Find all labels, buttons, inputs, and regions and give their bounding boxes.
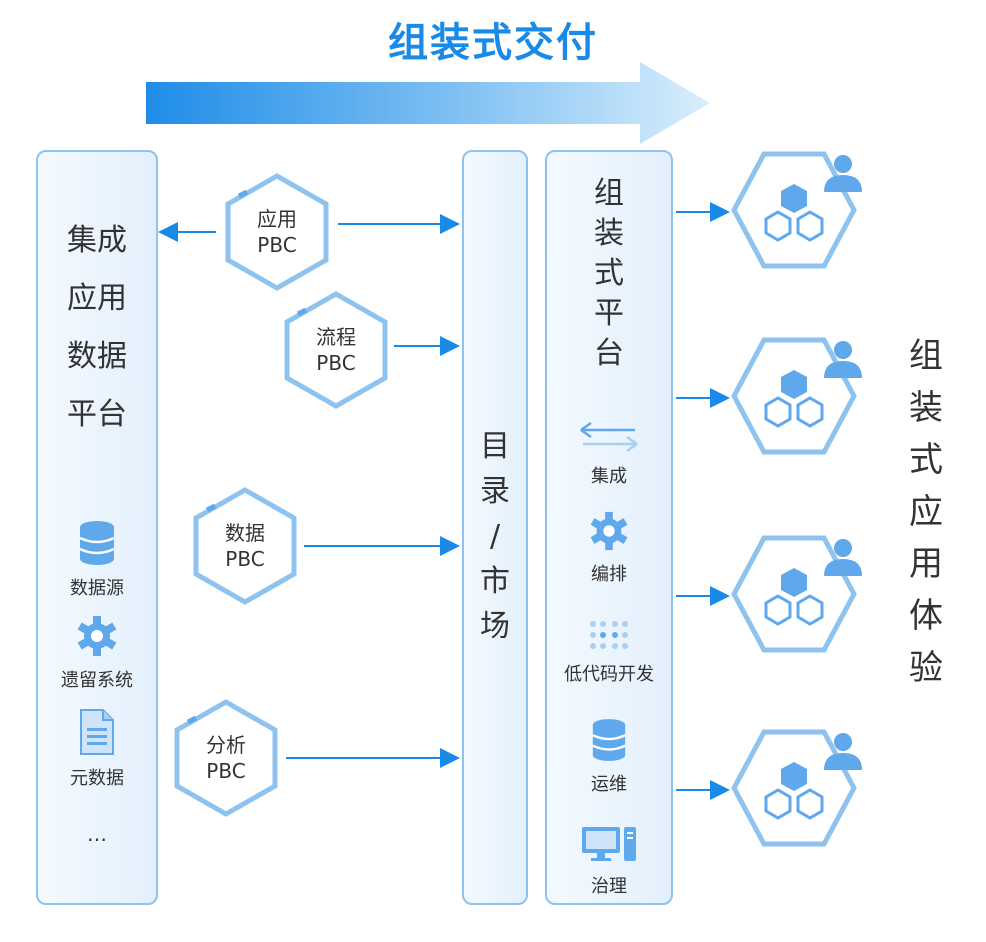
- gear-icon: [590, 511, 628, 551]
- left-panel-title: 集成 应用 数据 平台: [67, 223, 127, 432]
- exchange-arrows-icon: [580, 421, 638, 453]
- composable-app-experience-label: 组 装 式 应 用 体 验: [909, 336, 943, 688]
- more-ellipsis: …: [87, 822, 107, 846]
- right-item-lowcode: 低代码开发: [547, 618, 671, 686]
- pbc-process: 流程 PBC: [276, 290, 396, 410]
- gear-icon: [77, 616, 117, 656]
- right-item-orchestration: 编排: [547, 510, 671, 586]
- catalog-market-label: 目 录 / 市 场: [480, 429, 510, 644]
- left-item-legacy: 遗留系统: [38, 614, 156, 692]
- pbc-data: 数据 PBC: [185, 486, 305, 606]
- composable-platform-panel: 组 装 式 平 台 集成 编排: [545, 150, 673, 905]
- right-item-integration: 集成: [547, 420, 671, 488]
- right-item-operations: 运维: [547, 718, 671, 796]
- experience-app-icon: [731, 729, 862, 847]
- catalog-market-panel: 目 录 / 市 场: [462, 150, 528, 905]
- page-title: 组装式交付: [388, 20, 598, 66]
- left-item-datasource: 数据源: [38, 520, 156, 600]
- grid-dots-icon: [590, 621, 628, 649]
- left-item-metadata: 元数据: [38, 708, 156, 790]
- delivery-arrow: [146, 62, 710, 144]
- experience-app-icon: [731, 337, 862, 455]
- pbc-analytics: 分析 PBC: [166, 698, 286, 818]
- database-icon: [592, 719, 626, 761]
- computer-icon: [582, 827, 636, 861]
- experience-app-icon: [731, 535, 862, 653]
- experience-app-icon: [731, 151, 862, 269]
- integration-data-platform-panel: 集成 应用 数据 平台 数据源 遗留系统: [36, 150, 158, 905]
- database-icon: [79, 521, 115, 565]
- document-icon: [80, 709, 114, 755]
- composable-platform-title: 组 装 式 平 台: [594, 176, 624, 371]
- right-item-governance: 治理: [547, 824, 671, 898]
- pbc-application: 应用 PBC: [217, 172, 337, 292]
